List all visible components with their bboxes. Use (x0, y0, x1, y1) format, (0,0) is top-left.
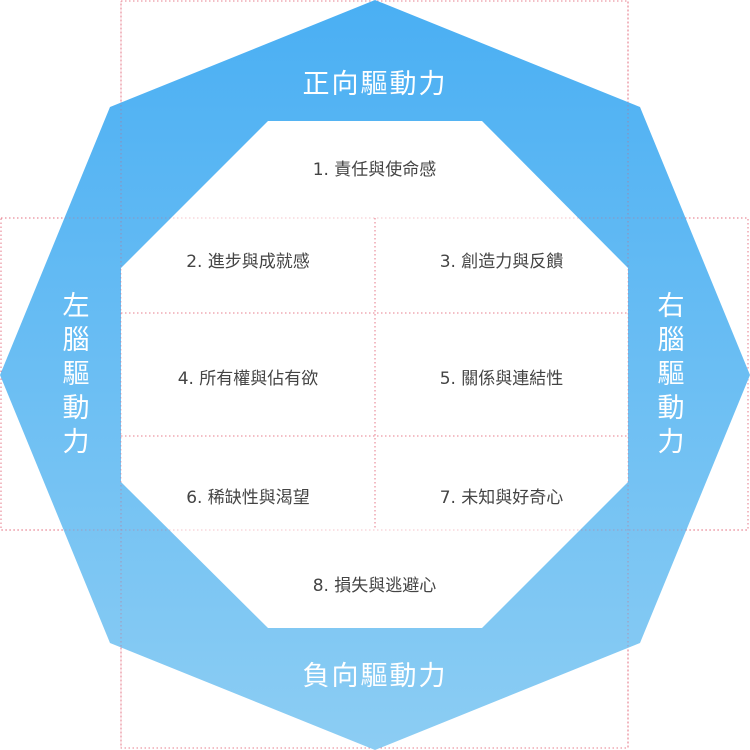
vertical-label-char: 驅 (62, 359, 90, 390)
drive-4-cell: 4. 所有權與佔有欲 (177, 369, 319, 389)
vertical-label-char: 動 (657, 393, 685, 424)
drive-2-cell: 2. 進步與成就感 (186, 252, 310, 272)
inner-octagon (121, 121, 628, 628)
label-left-brain-drive: 左腦驅動力 (56, 290, 96, 460)
drive-1-cell: 1. 責任與使命感 (312, 160, 437, 180)
vertical-label-char: 右 (657, 291, 685, 322)
drive-6-cell: 6. 稀缺性與渴望 (186, 488, 310, 508)
vertical-label-char: 動 (62, 393, 90, 424)
drive-3-cell: 3. 創造力與反饋 (439, 252, 564, 272)
vertical-label-char: 力 (62, 427, 90, 458)
drive-5-cell: 5. 關係與連結性 (439, 369, 564, 389)
label-positive-drive: 正向驅動力 (302, 69, 448, 100)
label-negative-drive: 負向驅動力 (302, 661, 448, 692)
vertical-label-char: 驅 (657, 359, 685, 390)
drive-7-cell: 7. 未知與好奇心 (439, 488, 564, 508)
vertical-label-char: 腦 (657, 325, 685, 356)
vertical-label-char: 腦 (62, 325, 90, 356)
vertical-label-char: 左 (62, 291, 90, 322)
drive-8-cell: 8. 損失與逃避心 (312, 576, 437, 596)
vertical-label-char: 力 (657, 427, 685, 458)
label-right-brain-drive: 右腦驅動力 (651, 290, 691, 460)
